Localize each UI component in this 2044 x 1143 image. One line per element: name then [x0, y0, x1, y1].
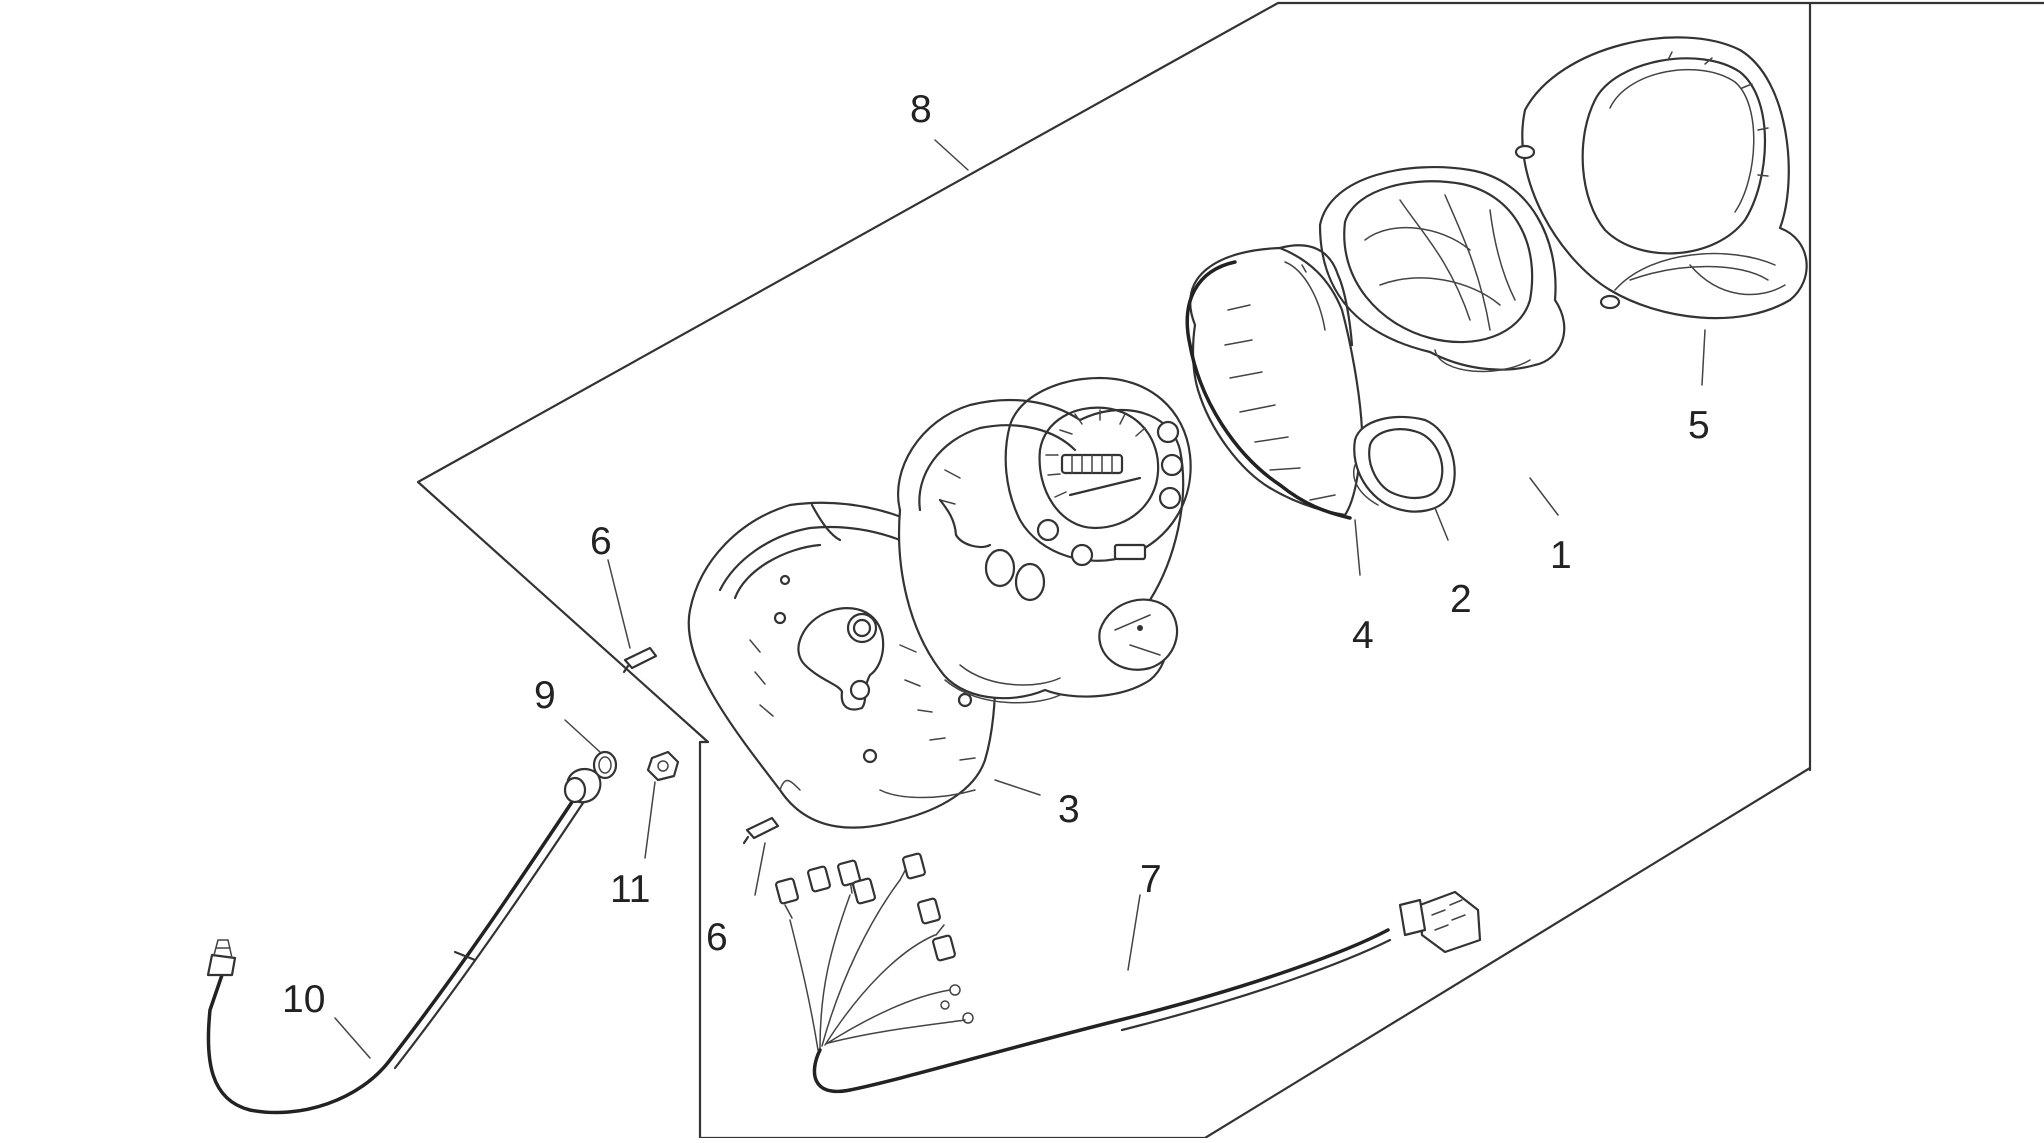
- callout-11: 11: [610, 868, 651, 911]
- outer-bezel-part-5: [1514, 36, 1808, 320]
- callout-1: 1: [1550, 534, 1572, 577]
- callout-labels: 8 5 1 2 4 3 6 6 7 9 11 10: [282, 88, 1710, 1021]
- callout-6-upper: 6: [590, 520, 612, 563]
- assembly-boundary-frame: [416, 1, 2044, 1140]
- retaining-ring-part-2: [1353, 415, 1456, 513]
- leader-lines: [334, 139, 1706, 1059]
- callout-2: 2: [1450, 578, 1472, 621]
- wiring-harness-part-7: [775, 852, 1482, 1094]
- callout-5: 5: [1688, 404, 1710, 447]
- screw-part-6-lower: [742, 816, 780, 845]
- callout-8: 8: [910, 88, 932, 131]
- callout-9: 9: [534, 674, 556, 717]
- speedometer-cable-part-10: [206, 767, 602, 1115]
- gauge-body: [897, 376, 1192, 704]
- nut-part-11: [646, 750, 680, 782]
- callout-4: 4: [1352, 614, 1374, 657]
- screw-part-6-upper: [622, 646, 658, 674]
- callout-10: 10: [282, 978, 325, 1021]
- callout-3: 3: [1058, 788, 1080, 831]
- callout-6-lower: 6: [706, 916, 728, 959]
- glass-lens-part-1: [1318, 166, 1566, 373]
- callout-7: 7: [1140, 858, 1162, 901]
- o-ring-part-9: [592, 750, 618, 780]
